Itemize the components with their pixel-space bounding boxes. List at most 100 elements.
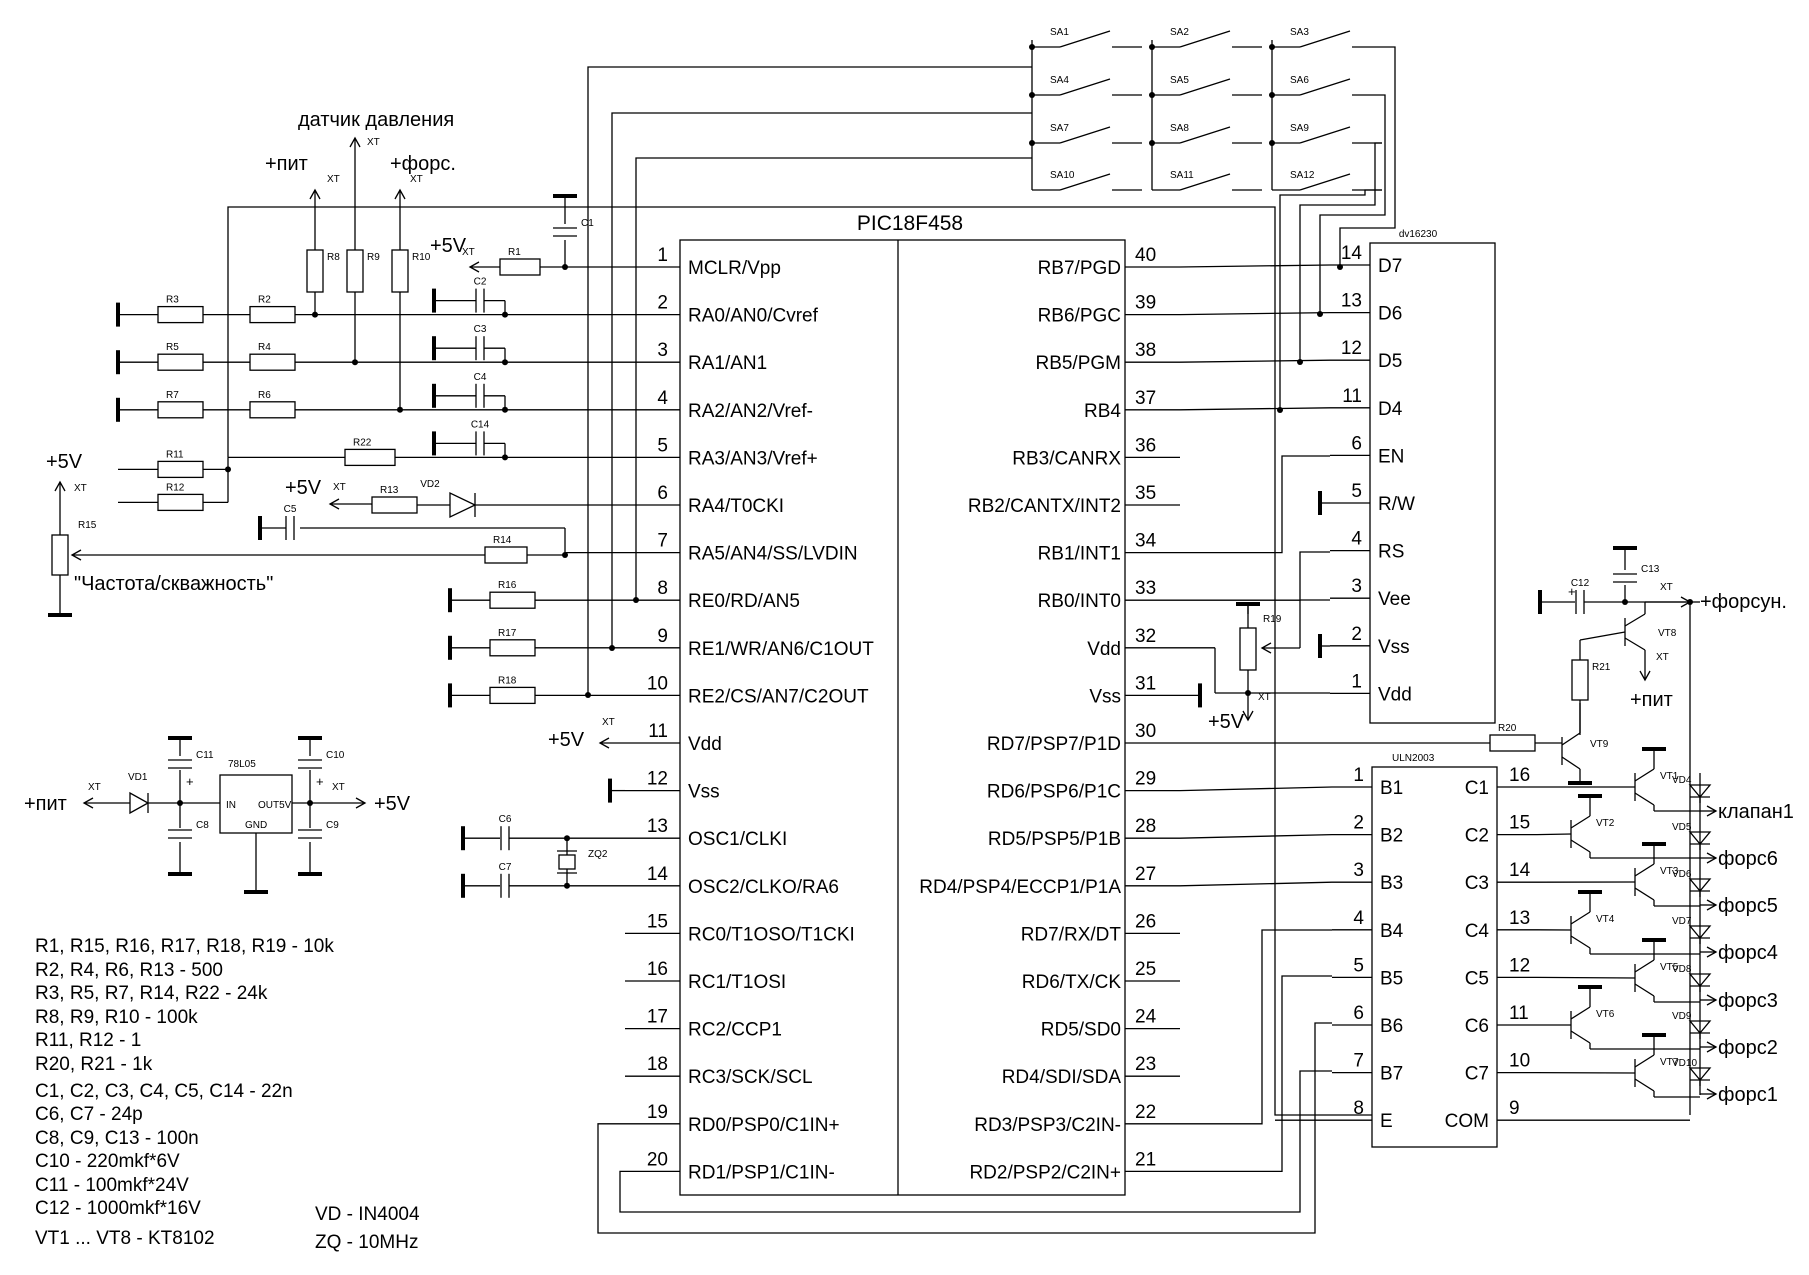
pin-label: D4 xyxy=(1378,399,1403,420)
pin-number: 19 xyxy=(647,1102,668,1123)
bom-line: C12 - 1000mkf*16V xyxy=(35,1198,201,1219)
resistor-ref: R3 xyxy=(166,295,179,306)
resistor-ref: R4 xyxy=(258,342,271,353)
keypad-switch: SA12 xyxy=(1290,170,1315,181)
xt-tag: XT xyxy=(333,482,346,493)
pin-label: RC0/T1OSO/T1CKI xyxy=(688,924,855,945)
pin-label: C1 xyxy=(1465,778,1489,799)
xt-tag: XT xyxy=(332,782,345,793)
transistor-ref: VT9 xyxy=(1590,739,1609,750)
junction-dot xyxy=(1245,690,1251,696)
resistor xyxy=(306,249,324,293)
pin-label: Vdd xyxy=(1087,639,1121,660)
vcc-label: +5V xyxy=(430,235,467,257)
pin-number: 4 xyxy=(1351,529,1362,550)
keypad-switch: SA11 xyxy=(1170,170,1194,181)
transistor-ref: VT1 xyxy=(1660,771,1679,782)
pin-number: 23 xyxy=(1135,1054,1156,1075)
vcc-label: +5V xyxy=(548,729,585,751)
pin-number: 13 xyxy=(1341,291,1362,312)
keypad-switch: SA8 xyxy=(1170,123,1189,134)
capacitor-ref: C14 xyxy=(471,419,490,430)
pin-number: 16 xyxy=(647,959,668,980)
flyback-diode xyxy=(1688,1020,1712,1035)
resistor xyxy=(371,496,418,514)
resistor-ref: R7 xyxy=(166,390,179,401)
resistor xyxy=(249,353,296,371)
pin-label: RB3/CANRX xyxy=(1012,448,1121,469)
pin-label: RB0/INT0 xyxy=(1038,591,1121,612)
junction-dot xyxy=(1029,140,1035,146)
junction-dot xyxy=(562,552,568,558)
pin-label: B5 xyxy=(1380,968,1403,989)
junction-dot xyxy=(1269,92,1275,98)
pin-number: 5 xyxy=(1351,481,1362,502)
resistor xyxy=(484,546,528,564)
transistor-ref: VT2 xyxy=(1596,818,1615,829)
resistor xyxy=(489,639,536,657)
pin-label: OSC1/CLKI xyxy=(688,829,787,850)
pin-label: Vss xyxy=(688,782,720,803)
resistor-ref: R14 xyxy=(493,535,512,546)
junction-dot xyxy=(502,359,508,366)
junction-dot xyxy=(633,597,639,603)
transistor-ref: VT7 xyxy=(1660,1057,1679,1068)
pin-number: 14 xyxy=(1509,860,1531,881)
regulator-pin: OUT5V xyxy=(258,800,292,811)
resistor-ref: R5 xyxy=(166,342,179,353)
pin-label: E xyxy=(1380,1111,1393,1132)
resistor-ref: R18 xyxy=(498,675,517,686)
resistor-ref: R19 xyxy=(1263,614,1282,625)
junction-dot xyxy=(1297,359,1303,365)
pin-label: RA3/AN3/Vref+ xyxy=(688,448,818,469)
pin-number: 31 xyxy=(1135,673,1156,694)
resistor xyxy=(157,493,204,512)
xt-tag: XT xyxy=(327,174,340,185)
pin-number: 12 xyxy=(1509,955,1530,976)
sensor-label: датчик давления xyxy=(298,109,454,131)
pin-label: RA5/AN4/SS/LVDIN xyxy=(688,544,858,565)
pot-label: "Частота/скважность" xyxy=(74,573,273,595)
pin-number: 7 xyxy=(1353,1051,1364,1072)
resistor-ref: R8 xyxy=(327,252,340,263)
pin-label: RD7/PSP7/P1D xyxy=(987,734,1121,755)
pin-number: 24 xyxy=(1135,1007,1157,1028)
pin-label: COM xyxy=(1445,1111,1489,1132)
bom-line: C6, C7 - 24p xyxy=(35,1104,143,1125)
xt-tag: XT xyxy=(1660,582,1673,593)
bom-line: R2, R4, R6, R13 - 500 xyxy=(35,960,223,981)
xt-tag: XT xyxy=(1258,692,1271,703)
resistor xyxy=(1489,734,1536,752)
pin-number: 12 xyxy=(647,769,668,790)
pin-label: Vdd xyxy=(688,734,722,755)
junction-dot xyxy=(502,311,508,318)
pin-label: RC3/SCK/SCL xyxy=(688,1067,813,1088)
xt-tag: XT xyxy=(462,247,475,258)
pin-label: RD6/TX/CK xyxy=(1022,972,1122,993)
pin-label: RE1/WR/AN6/C1OUT xyxy=(688,639,874,660)
output-label: форс1 xyxy=(1718,1084,1778,1106)
bom-line: R1, R15, R16, R17, R18, R19 - 10k xyxy=(35,936,334,957)
xt-tag: XT xyxy=(74,483,87,494)
pin-number: 8 xyxy=(657,578,668,599)
regulator-78l05 xyxy=(219,774,293,834)
pin-label: B4 xyxy=(1380,921,1404,942)
capacitor-ref: C10 xyxy=(326,750,345,761)
pin-number: 13 xyxy=(1509,908,1530,929)
pin-number: 32 xyxy=(1135,626,1156,647)
junction-dot xyxy=(397,406,403,413)
pin-number: 14 xyxy=(1341,243,1363,264)
pin-number: 10 xyxy=(647,673,668,694)
pin-number: 11 xyxy=(1342,386,1362,407)
pin-number: 40 xyxy=(1135,245,1156,266)
resistor-ref: R12 xyxy=(166,482,185,493)
pin-number: 3 xyxy=(1353,860,1364,881)
pin-label: B1 xyxy=(1380,778,1403,799)
pin-number: 3 xyxy=(657,340,668,361)
polarity: + xyxy=(186,774,194,789)
pin-number: 37 xyxy=(1135,388,1156,409)
pin-label: RS xyxy=(1378,542,1404,563)
junction-dot xyxy=(585,692,591,698)
junction-dot xyxy=(1149,44,1155,50)
